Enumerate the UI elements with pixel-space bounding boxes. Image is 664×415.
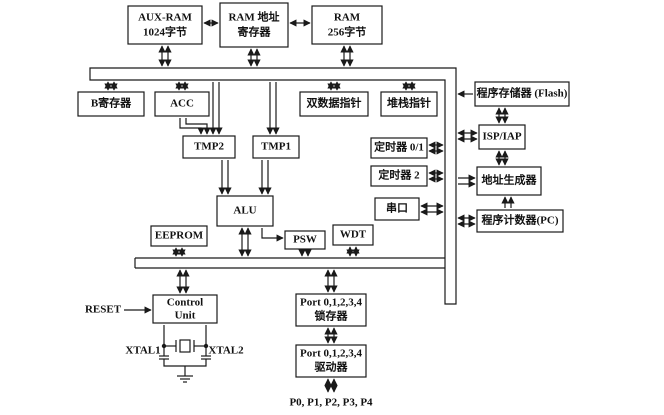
tmp2-label: TMP2 (194, 141, 224, 153)
address-generator-label: 地址生成器 (482, 173, 538, 187)
acc-label: ACC (170, 98, 194, 110)
wdt-label: WDT (340, 229, 367, 241)
timer01-block (370, 137, 428, 159)
control-unit-links (176, 269, 190, 294)
control-unit-sublabel: Unit (175, 310, 196, 322)
b-register-label: B寄存器 (91, 96, 132, 110)
wdt-block (332, 224, 374, 246)
xtal2-label: XTAL2 (208, 345, 244, 357)
eeprom-block (150, 225, 208, 247)
datapath-arrows (179, 82, 284, 257)
tmp2-block (182, 135, 236, 159)
aux-ram-label: AUX-RAM (138, 12, 192, 24)
reset-label: RESET (85, 304, 122, 316)
timer2-label: 定时器 2 (378, 168, 420, 182)
ram-block (311, 5, 383, 45)
isp-iap-block (478, 124, 526, 150)
port-driver-label: Port 0,1,2,3,4 (300, 348, 363, 360)
flash-label: 程序存储器 (Flash) (477, 86, 568, 100)
port-pins-label: P0, P1, P2, P3, P4 (289, 397, 373, 409)
ram-address-sublabel: 寄存器 (238, 25, 272, 39)
right-links (420, 90, 515, 228)
internal-bus (89, 67, 457, 305)
dptr-label: 双数据指针 (307, 96, 362, 110)
control-unit-label: Control (167, 297, 203, 309)
psw-label: PSW (293, 234, 317, 246)
dptr-block (299, 91, 369, 117)
uart-label: 串口 (386, 201, 408, 215)
stack-pointer-block (380, 91, 438, 117)
tmp1-block (252, 135, 300, 159)
address-generator-block (476, 166, 542, 196)
ram-address-register-block (219, 2, 289, 48)
row2-bus-links (104, 81, 416, 91)
lower-bus (134, 257, 445, 269)
isp-iap-label: ISP/IAP (482, 131, 521, 143)
lower-links (172, 246, 360, 257)
uart-block (374, 197, 420, 221)
acc-block (154, 91, 210, 117)
port-driver-sublabel: 驱动器 (315, 360, 349, 374)
timer2-block (370, 165, 428, 187)
port-latch-sublabel: 锁存器 (315, 309, 349, 323)
control-unit-block (152, 294, 218, 324)
tmp1-label: TMP1 (261, 141, 291, 153)
ram-size: 256字节 (328, 25, 367, 39)
program-counter-label: 程序计数器(PC) (482, 213, 559, 227)
stack-pointer-label: 堆栈指针 (387, 96, 431, 110)
timer01-label: 定时器 0/1 (374, 140, 424, 154)
crystal-oscillator (159, 325, 211, 383)
ram-address-label: RAM 地址 (228, 10, 279, 24)
program-counter-block (476, 209, 564, 233)
psw-block (284, 230, 326, 250)
port-links (324, 269, 338, 393)
port-driver-block (295, 344, 367, 378)
top-bus-links (158, 45, 354, 67)
alu-block (216, 195, 274, 227)
b-register-block (77, 91, 145, 117)
aux-ram-block (127, 5, 203, 45)
ram-label: RAM (334, 12, 361, 24)
port-latch-label: Port 0,1,2,3,4 (300, 297, 363, 309)
eeprom-label: EEPROM (155, 230, 204, 242)
xtal1-label: XTAL1 (125, 345, 160, 357)
aux-ram-size: 1024字节 (143, 25, 187, 39)
alu-label: ALU (233, 205, 256, 217)
flash-block (474, 81, 570, 107)
port-latch-block (295, 293, 367, 327)
